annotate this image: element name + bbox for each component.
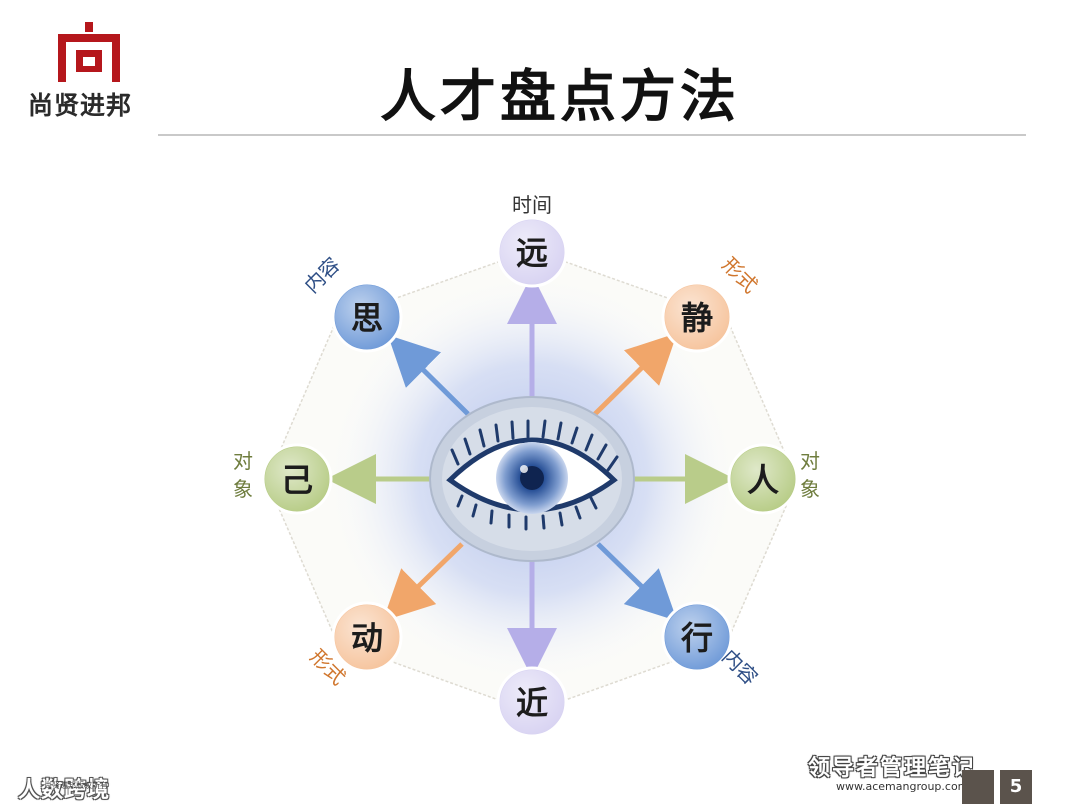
page-title: 人才盘点方法 [380,65,740,130]
talent-review-diagram: 远时间静形式人对象行内容近动形式己对象思内容 [200,180,880,740]
node-char-left: 己 [281,461,313,499]
page-number: 5 [1000,770,1032,804]
brand-logo: 尚贤进邦 [28,22,153,122]
node-bottom-left: 动形式 [305,601,403,690]
diagram-canvas: 远时间静形式人对象行内容近动形式己对象思内容 [233,193,820,738]
node-char-top-left: 思 [351,299,383,337]
node-highlight-top-right [665,285,729,349]
node-highlight-bottom-right [665,605,729,669]
node-highlight-right [731,447,795,511]
node-top-right: 静形式 [661,252,763,353]
eye-icon [429,396,635,562]
logo-mark [58,22,120,82]
footer-url: www.acemangroup.com [836,780,969,793]
node-char-top: 远 [516,234,548,272]
node-label-top-right: 形式 [717,252,762,297]
footer-watermark: 人数跨境 [18,778,111,803]
node-highlight-top [500,220,564,284]
node-top: 远时间 [496,193,568,288]
logo-text: 尚贤进邦 [28,91,133,120]
arrow-down-right [596,542,678,621]
node-char-bottom-left: 动 [351,619,383,657]
wechat-watermark: 领导者管理笔记 [808,756,977,781]
node-label-left-1: 象 [233,477,253,501]
node-highlight-bottom [500,670,564,734]
node-char-bottom: 近 [516,684,548,722]
title-divider [158,134,1026,136]
node-right: 人对象 [727,443,820,515]
node-label-right-0: 对 [800,449,820,473]
node-left: 己 对象 [233,443,333,515]
node-bottom-right: 行内容 [661,601,763,690]
node-char-right: 人 [747,461,779,499]
node-label-top: 时间 [512,193,552,217]
arrow-down-left [382,542,464,621]
node-char-top-right: 静 [681,299,713,337]
node-label-left-0: 对 [233,449,253,473]
footer-copyright: 尚贤进邦版权所有 [44,781,108,790]
page-box-blank [962,770,994,804]
arrow-up-left [387,334,470,416]
node-highlight-left [265,447,329,511]
node-char-bottom-right: 行 [681,619,713,657]
node-bottom: 近 [496,666,568,738]
node-highlight-top-left [335,285,399,349]
node-top-left: 思内容 [299,252,403,353]
node-label-right-1: 象 [800,477,820,501]
node-label-top-left: 内容 [299,252,344,297]
arrow-up-right [593,332,678,416]
node-highlight-bottom-left [335,605,399,669]
